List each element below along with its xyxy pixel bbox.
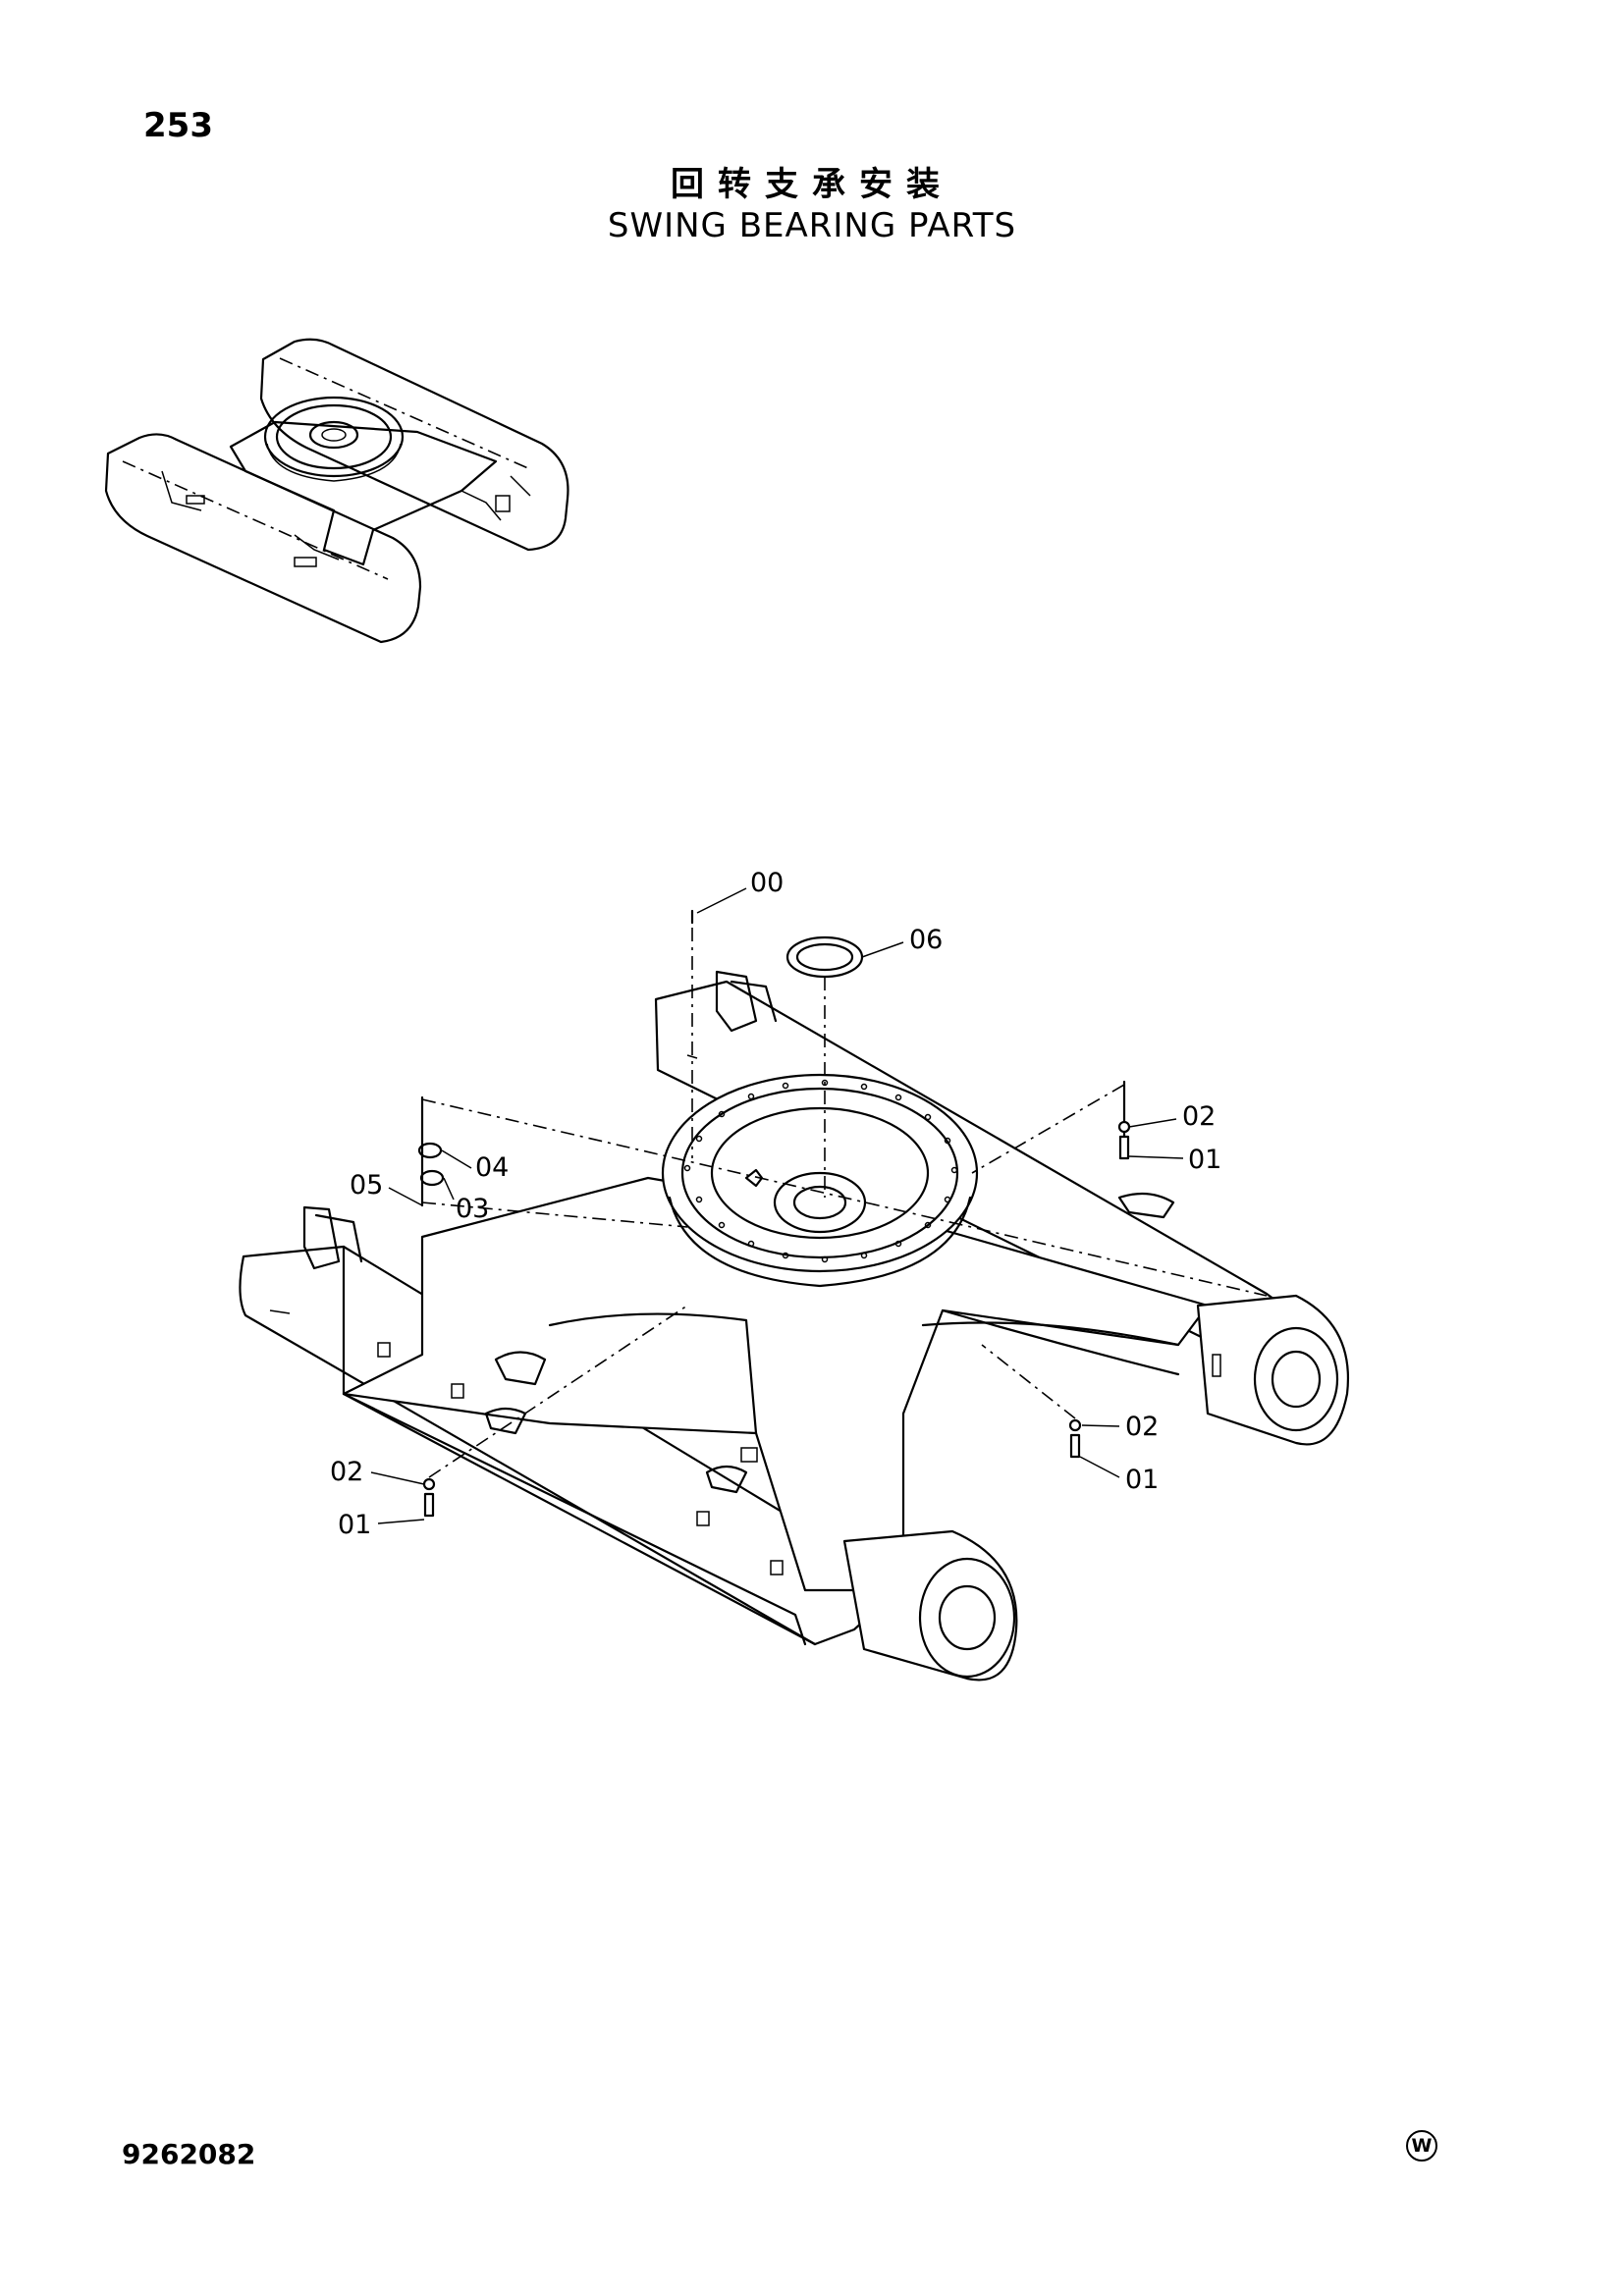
callout-02-right: 02 (1182, 1101, 1216, 1132)
track-frame-drawing (239, 970, 1349, 1682)
callout-06: 06 (909, 925, 943, 955)
page-title-chinese: 回转支承安装 (671, 165, 953, 204)
key-map-thumbnail (104, 338, 569, 644)
drawing-number: 9262082 (122, 2138, 256, 2170)
callout-01-right: 01 (1188, 1145, 1221, 1175)
callout-03: 03 (456, 1194, 489, 1224)
callout-02-mid: 02 (1125, 1412, 1159, 1442)
exploded-parts (370, 887, 1268, 1524)
page-number: 253 (143, 106, 213, 145)
callout-00: 00 (750, 868, 784, 898)
callout-02-left: 02 (330, 1457, 363, 1487)
callout-01-mid: 01 (1125, 1465, 1159, 1495)
callout-04: 04 (475, 1152, 509, 1183)
callout-05: 05 (350, 1170, 383, 1201)
callout-01-left: 01 (338, 1510, 371, 1540)
publisher-mark: W (1406, 2130, 1437, 2162)
page-title-english: SWING BEARING PARTS (607, 206, 1017, 245)
